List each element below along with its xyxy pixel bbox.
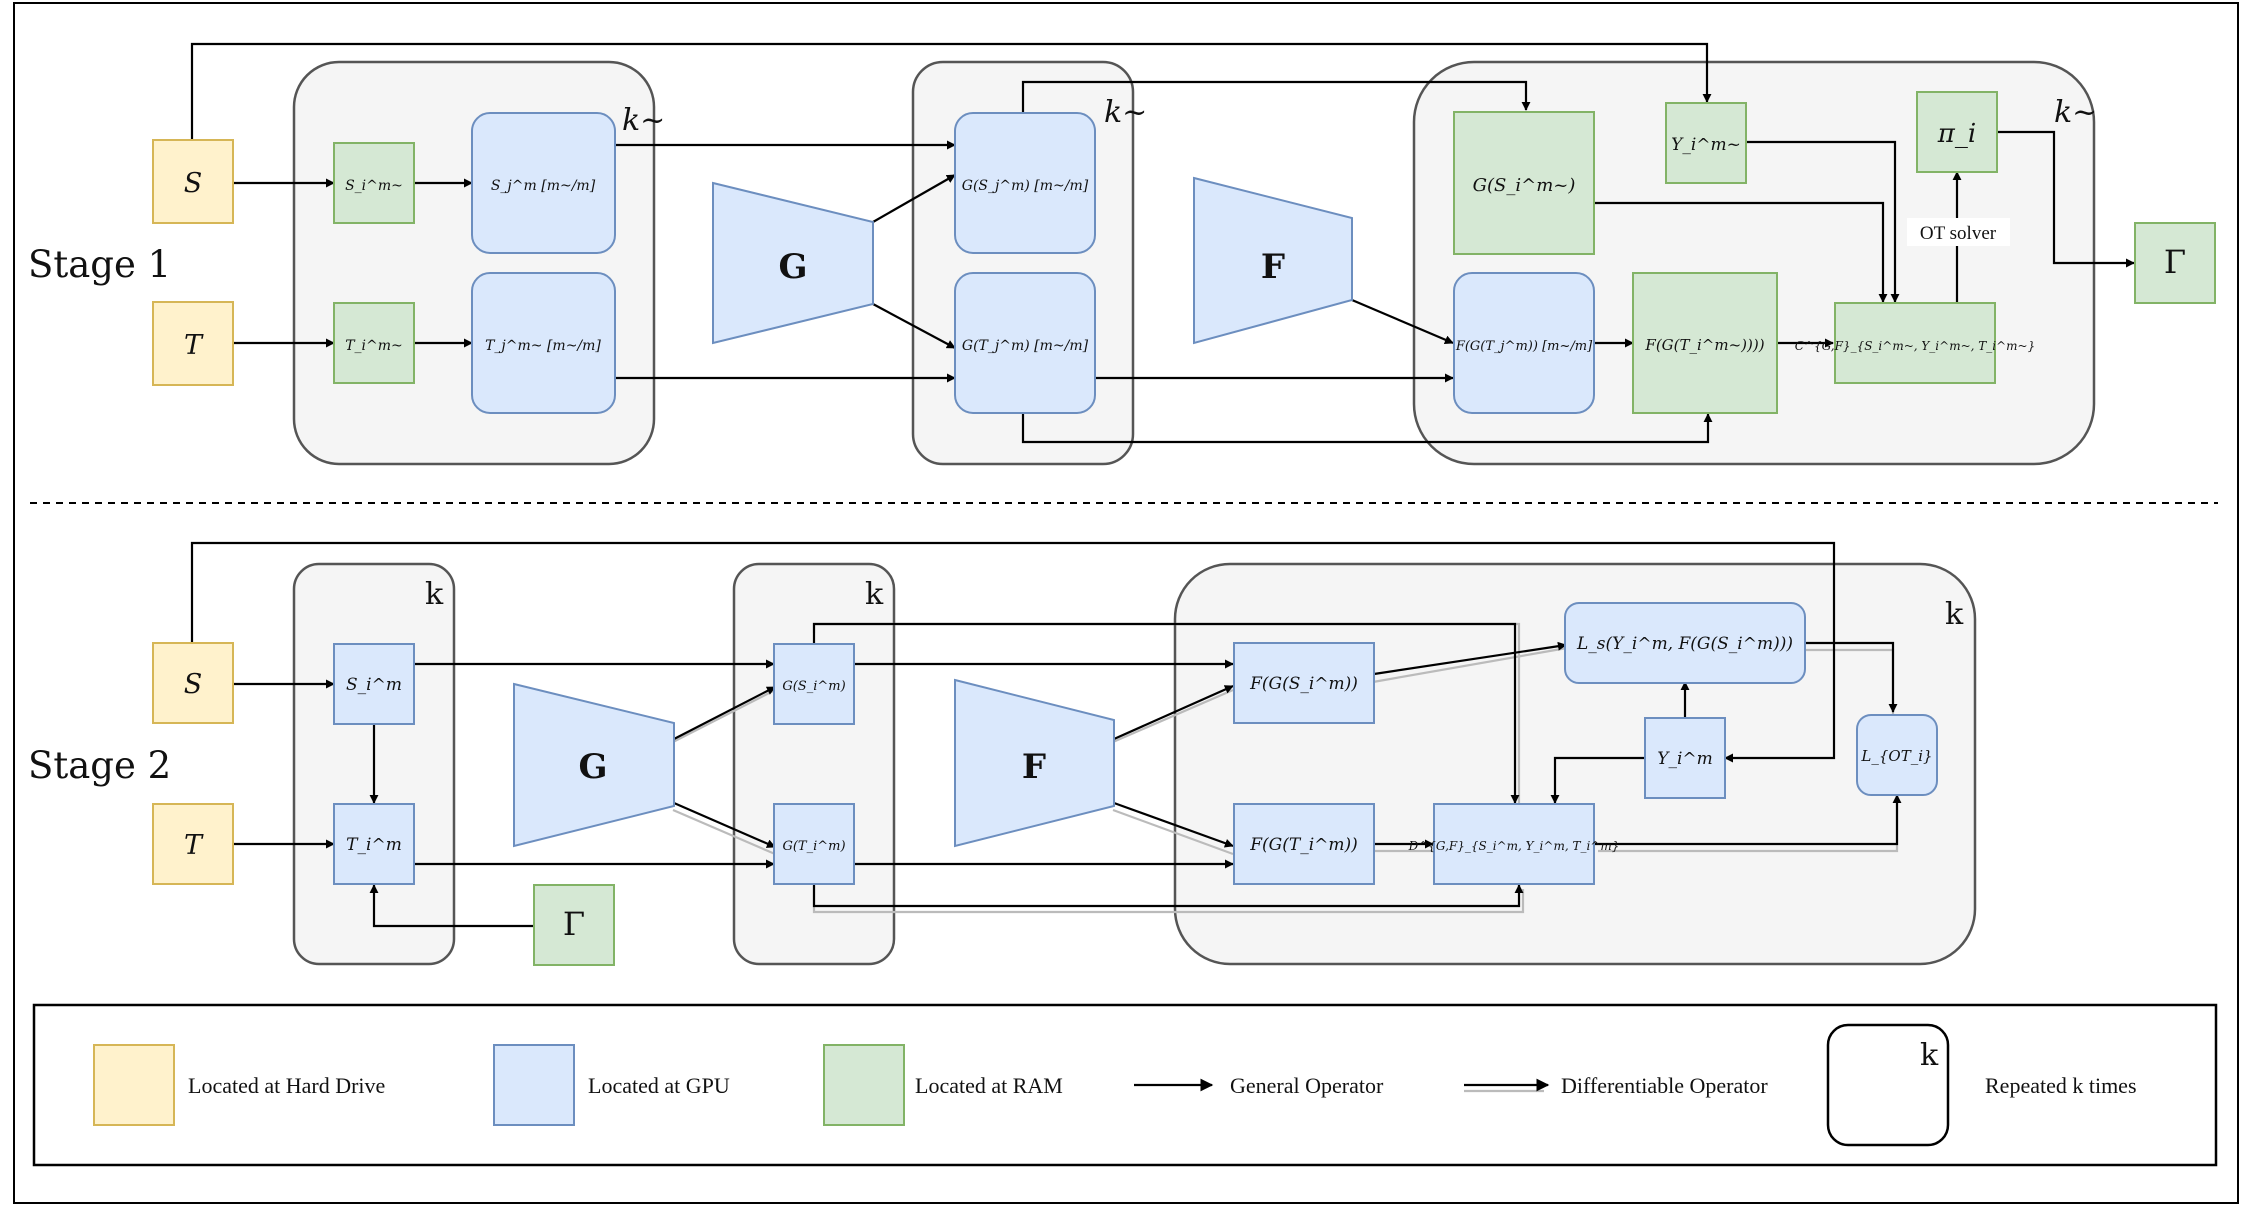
s1-node-F-G-T-j: F(G(T_j^m)) [m~/m]: [1453, 272, 1595, 414]
s2-network-f-label: F: [1022, 747, 1046, 787]
s1-network-f-label: F: [1261, 247, 1285, 287]
s1-node-C-cost: C^{G,F}_{S_i^m~, Y_i^m~, T_i^m~}: [1795, 302, 2035, 384]
svg-text:S: S: [184, 669, 203, 700]
s2-node-S: S: [152, 642, 234, 724]
s2-group-sampling-repeat: k: [425, 577, 444, 612]
legend-ram-swatch: [823, 1044, 905, 1126]
svg-text:T_i^m~: T_i^m~: [345, 338, 403, 354]
svg-text:F(G(T_i^m)): F(G(T_i^m)): [1249, 835, 1358, 855]
s1-ot-solver-bg: [1907, 218, 2010, 246]
svg-text:Γ: Γ: [2164, 243, 2186, 281]
svg-text:π_i: π_i: [1937, 119, 1976, 149]
s1-network-f: [1193, 176, 1353, 345]
s2-node-S-i: S_i^m: [333, 643, 415, 725]
s1-connectors: [190, 42, 2135, 444]
svg-text:F(G(S_i^m)): F(G(S_i^m)): [1249, 674, 1358, 694]
s1-group-ot-repeat: k~: [2054, 95, 2097, 130]
svg-text:G(S_i^m~): G(S_i^m~): [1473, 175, 1576, 196]
svg-text:S: S: [184, 168, 203, 199]
s1-node-S-i: S_i^m~: [333, 142, 415, 224]
svg-text:S_i^m: S_i^m: [346, 675, 402, 695]
svg-text:T: T: [184, 330, 204, 361]
s1-node-Y-i: Y_i^m~: [1665, 102, 1747, 184]
legend-hard-drive-label: Located at Hard Drive: [188, 1073, 385, 1098]
s2-node-L-OT: L_{OT_i}: [1856, 714, 1938, 796]
s1-group-g-outputs-repeat: k~: [1104, 95, 1147, 130]
s2-node-G-T: G(T_i^m): [773, 803, 855, 885]
s1-group-sampling-repeat: k~: [622, 103, 665, 138]
legend-repeat-box: [1826, 1023, 1950, 1147]
s2-node-D: D^{G,F}_{S_i^m, Y_i^m, T_i^m}: [1408, 803, 1620, 885]
svg-text:Y_i^m: Y_i^m: [1657, 749, 1713, 769]
s2-generator-g-label: G: [578, 747, 607, 787]
svg-text:S_i^m~: S_i^m~: [345, 178, 403, 194]
s2-node-Y: Y_i^m: [1644, 717, 1726, 799]
svg-text:T_j^m~ [m~/m]: T_j^m~ [m~/m]: [485, 338, 601, 354]
svg-text:C^{G,F}_{S_i^m~, Y_i^m~, T_i^m: C^{G,F}_{S_i^m~, Y_i^m~, T_i^m~}: [1795, 339, 2035, 353]
s2-node-F-G-S: F(G(S_i^m)): [1233, 642, 1375, 724]
legend-ram-label: Located at RAM: [915, 1073, 1063, 1098]
s1-node-T: T: [152, 301, 234, 386]
s2-connectors: [190, 541, 1902, 928]
s1-node-T-j: T_j^m~ [m~/m]: [471, 272, 616, 414]
svg-text:G(T_i^m): G(T_i^m): [782, 839, 845, 854]
s1-ot-solver-label: OT solver: [1920, 223, 1997, 244]
s2-node-L-s: L_s(Y_i^m, F(G(S_i^m))): [1564, 602, 1806, 684]
legend-gpu-swatch: [493, 1044, 575, 1126]
svg-text:Γ: Γ: [563, 905, 585, 943]
s1-generator-g: [712, 181, 874, 345]
legend-differentiable-label: Differentiable Operator: [1561, 1073, 1768, 1098]
svg-text:F(G(T_j^m)) [m~/m]: F(G(T_j^m)) [m~/m]: [1455, 339, 1593, 354]
legend-repeat-symbol: k: [1920, 1038, 1939, 1073]
s2-generator-g: [513, 682, 675, 848]
s1-node-S-j: S_j^m [m~/m]: [471, 112, 616, 254]
s1-node-T-i: T_i^m~: [333, 302, 415, 384]
s1-node-G-S-i: G(S_i^m~): [1453, 111, 1595, 255]
s1-node-S: S: [152, 139, 234, 224]
svg-text:T_i^m: T_i^m: [346, 835, 402, 855]
s1-generator-g-label: G: [778, 247, 807, 287]
legend-gpu-label: Located at GPU: [588, 1073, 730, 1098]
svg-text:G(S_i^m): G(S_i^m): [782, 679, 845, 694]
s2-node-T: T: [152, 803, 234, 885]
s1-node-F-G-T-i: F(G(T_i^m~)))): [1632, 272, 1778, 414]
legend-repeat-label: Repeated k times: [1985, 1073, 2137, 1098]
stage1-label: Stage 1: [28, 243, 171, 286]
s1-node-pi-i: π_i: [1916, 91, 1998, 173]
legend-hard-drive-swatch: [93, 1044, 175, 1126]
stage2-label: Stage 2: [28, 744, 171, 787]
s1-node-G-S-j: G(S_j^m) [m~/m]: [954, 112, 1096, 254]
s2-group-loss-repeat: k: [1945, 597, 1964, 632]
s1-node-G-T-j: G(T_j^m) [m~/m]: [954, 272, 1096, 414]
svg-text:Y_i^m~: Y_i^m~: [1671, 135, 1741, 155]
svg-text:T: T: [184, 830, 204, 861]
svg-text:F(G(T_i^m~)))): F(G(T_i^m~)))): [1644, 336, 1764, 354]
svg-text:D^{G,F}_{S_i^m, Y_i^m, T_i^m}: D^{G,F}_{S_i^m, Y_i^m, T_i^m}: [1408, 839, 1620, 853]
s2-node-G-S: G(S_i^m): [773, 643, 855, 725]
svg-text:L_{OT_i}: L_{OT_i}: [1860, 747, 1932, 765]
svg-text:L_s(Y_i^m, F(G(S_i^m))): L_s(Y_i^m, F(G(S_i^m))): [1576, 634, 1793, 654]
s1-node-Gamma: Γ: [2134, 222, 2216, 304]
s2-group-g-outputs-repeat: k: [865, 577, 884, 612]
legend-general-label: General Operator: [1230, 1073, 1384, 1098]
s2-node-T-i: T_i^m: [333, 803, 415, 885]
s2-node-Gamma: Γ: [533, 884, 615, 966]
s2-network-f: [954, 678, 1115, 848]
svg-text:G(S_j^m) [m~/m]: G(S_j^m) [m~/m]: [962, 178, 1089, 194]
svg-text:S_j^m [m~/m]: S_j^m [m~/m]: [491, 178, 596, 194]
svg-text:G(T_j^m) [m~/m]: G(T_j^m) [m~/m]: [962, 338, 1089, 354]
s2-node-F-G-T: F(G(T_i^m)): [1233, 803, 1375, 885]
